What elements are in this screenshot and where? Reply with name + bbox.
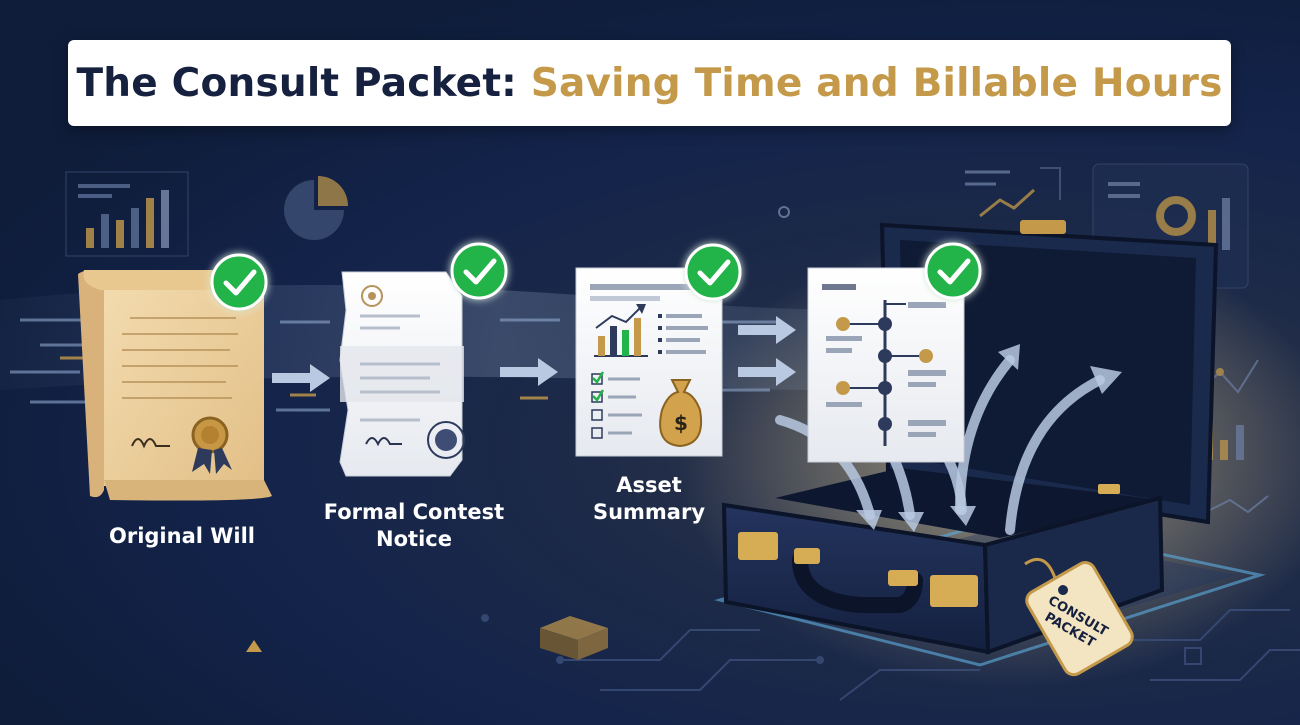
check-badge-3 <box>684 243 742 301</box>
checkmark-icon <box>463 258 497 285</box>
checkmark-icon <box>223 269 257 296</box>
title-part-1: The Consult Packet: <box>76 60 517 106</box>
caption-line: Original Will <box>108 524 256 548</box>
arrow-3 <box>738 316 796 344</box>
arrow-4 <box>738 358 796 386</box>
check-badge-2 <box>450 242 508 300</box>
caption-asset-summary: Asset Summary <box>578 472 720 526</box>
caption-line: Notice <box>376 527 452 551</box>
checkmark-icon <box>937 258 971 285</box>
circuit-lines <box>481 609 1300 701</box>
decorative-triangle <box>246 640 262 652</box>
asset-summary-report: $ <box>575 267 723 457</box>
background-pie-icon <box>284 176 348 240</box>
arrow-1 <box>272 364 330 392</box>
background-bar-chart-left <box>65 171 189 257</box>
consult-packet-tag: CONSULT PACKET <box>1024 557 1134 677</box>
page-title: The Consult Packet: Saving Time and Bill… <box>76 61 1222 106</box>
formal-notice-letter <box>339 271 465 477</box>
caption-line: Summary <box>592 500 706 524</box>
dollar-sign-icon: $ <box>674 411 688 435</box>
decorative-cube <box>540 616 608 660</box>
caption-line: Formal Contest <box>323 500 505 524</box>
original-will-scroll <box>78 270 272 501</box>
caption-formal-contest-notice: Formal Contest Notice <box>308 499 520 553</box>
caption-original-will: Original Will <box>96 523 268 550</box>
flow-arrows <box>272 316 796 392</box>
arrow-2 <box>500 358 558 386</box>
checkmark-icon <box>697 259 731 286</box>
check-badge-1 <box>210 253 268 311</box>
title-banner: The Consult Packet: Saving Time and Bill… <box>68 40 1231 126</box>
check-badge-4 <box>924 242 982 300</box>
timeline-document <box>807 267 965 463</box>
title-part-2: Saving Time and Billable Hours <box>530 60 1223 106</box>
caption-line: Asset <box>616 473 682 497</box>
